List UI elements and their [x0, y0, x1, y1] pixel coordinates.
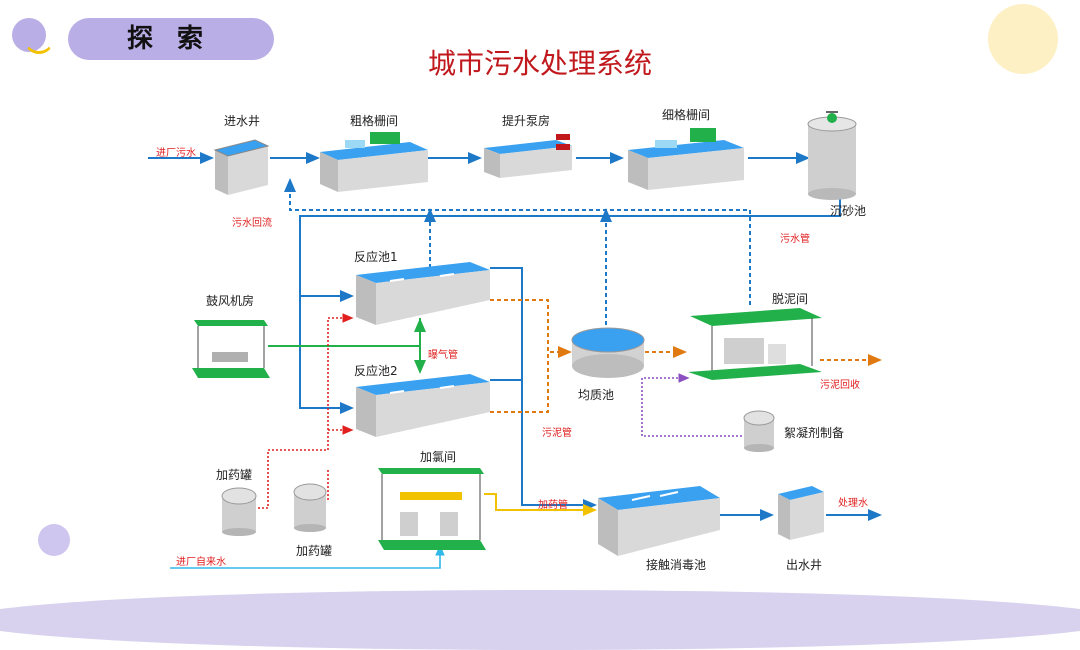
- label-reactor2: 反应池2: [354, 364, 398, 378]
- label-aeration-pipe: 曝气管: [428, 350, 458, 361]
- deco-circle-bottomleft: [38, 524, 70, 556]
- label-coarse-screen: 粗格栅间: [350, 114, 399, 128]
- dosing-tank2-shape: [293, 483, 327, 532]
- sewage-return-pipes: [284, 178, 751, 325]
- sludge-pipes: [490, 299, 882, 413]
- chlorination-house-shape: [378, 468, 486, 550]
- label-treated-water: 处理水: [838, 498, 868, 509]
- lift-pump-shape: [484, 134, 572, 178]
- label-dosing-pipe: 加药管: [538, 500, 568, 511]
- label-sewage-return: 污水回流: [232, 218, 272, 229]
- label-grit-tank: 沉砂池: [830, 204, 867, 218]
- reactor1-shape: [356, 262, 490, 325]
- label-flocculant: 絮凝剂制备: [784, 426, 845, 440]
- label-outlet-well: 出水井: [786, 558, 823, 572]
- section-tab: [68, 18, 274, 60]
- label-sewage-pipe: 污水管: [780, 234, 810, 245]
- label-sludge-recovery: 污泥回收: [820, 380, 860, 391]
- label-dosing-tank1: 加药罐: [216, 468, 253, 482]
- label-fine-screen: 细格栅间: [662, 108, 711, 122]
- label-reactor1: 反应池1: [354, 250, 398, 264]
- main-flow-pipes: [148, 152, 882, 521]
- label-dosing-tank2: 加药罐: [296, 544, 333, 558]
- section-tab-label: 探索: [126, 24, 227, 54]
- flocculant-tank-shape: [743, 410, 775, 452]
- label-blower: 鼓风机房: [206, 294, 255, 308]
- label-contact-tank: 接触消毒池: [646, 558, 707, 572]
- inlet-well-shape: [213, 139, 270, 195]
- dosing-pipes: [258, 313, 354, 509]
- blower-house-shape: [192, 320, 270, 378]
- aeration-pipes: [268, 318, 426, 374]
- deco-arc-topleft: [24, 24, 54, 54]
- label-equalization: 均质池: [578, 388, 615, 402]
- outlet-well-shape: [778, 486, 824, 540]
- label-sludge-pipe: 污泥管: [542, 428, 572, 439]
- tap-water-pipe: [170, 544, 445, 569]
- page-title: 城市污水处理系统: [427, 47, 652, 80]
- flocculant-pipe: [641, 373, 742, 437]
- label-raw-sewage-in: 进厂污水: [156, 148, 196, 159]
- label-chlorination: 加氯间: [420, 450, 457, 464]
- fine-screen-shape: [628, 128, 744, 190]
- label-tap-water-in: 进厂自来水: [176, 557, 226, 568]
- chlorine-pipe: [484, 493, 597, 516]
- equalization-tank-shape: [571, 327, 645, 378]
- coarse-screen-shape: [320, 132, 428, 192]
- dosing-tank1-shape: [221, 487, 257, 536]
- reactor2-shape: [356, 374, 490, 437]
- grit-tank-shape: [807, 111, 857, 200]
- label-dewatering: 脱泥间: [772, 292, 809, 306]
- deco-circle-topright: [988, 4, 1058, 74]
- label-inlet-well: 进水井: [224, 114, 261, 128]
- label-lift-pump: 提升泵房: [502, 114, 551, 128]
- contact-tank-shape: [598, 486, 720, 556]
- dewatering-house-shape: [688, 308, 822, 380]
- process-diagram: [148, 111, 882, 569]
